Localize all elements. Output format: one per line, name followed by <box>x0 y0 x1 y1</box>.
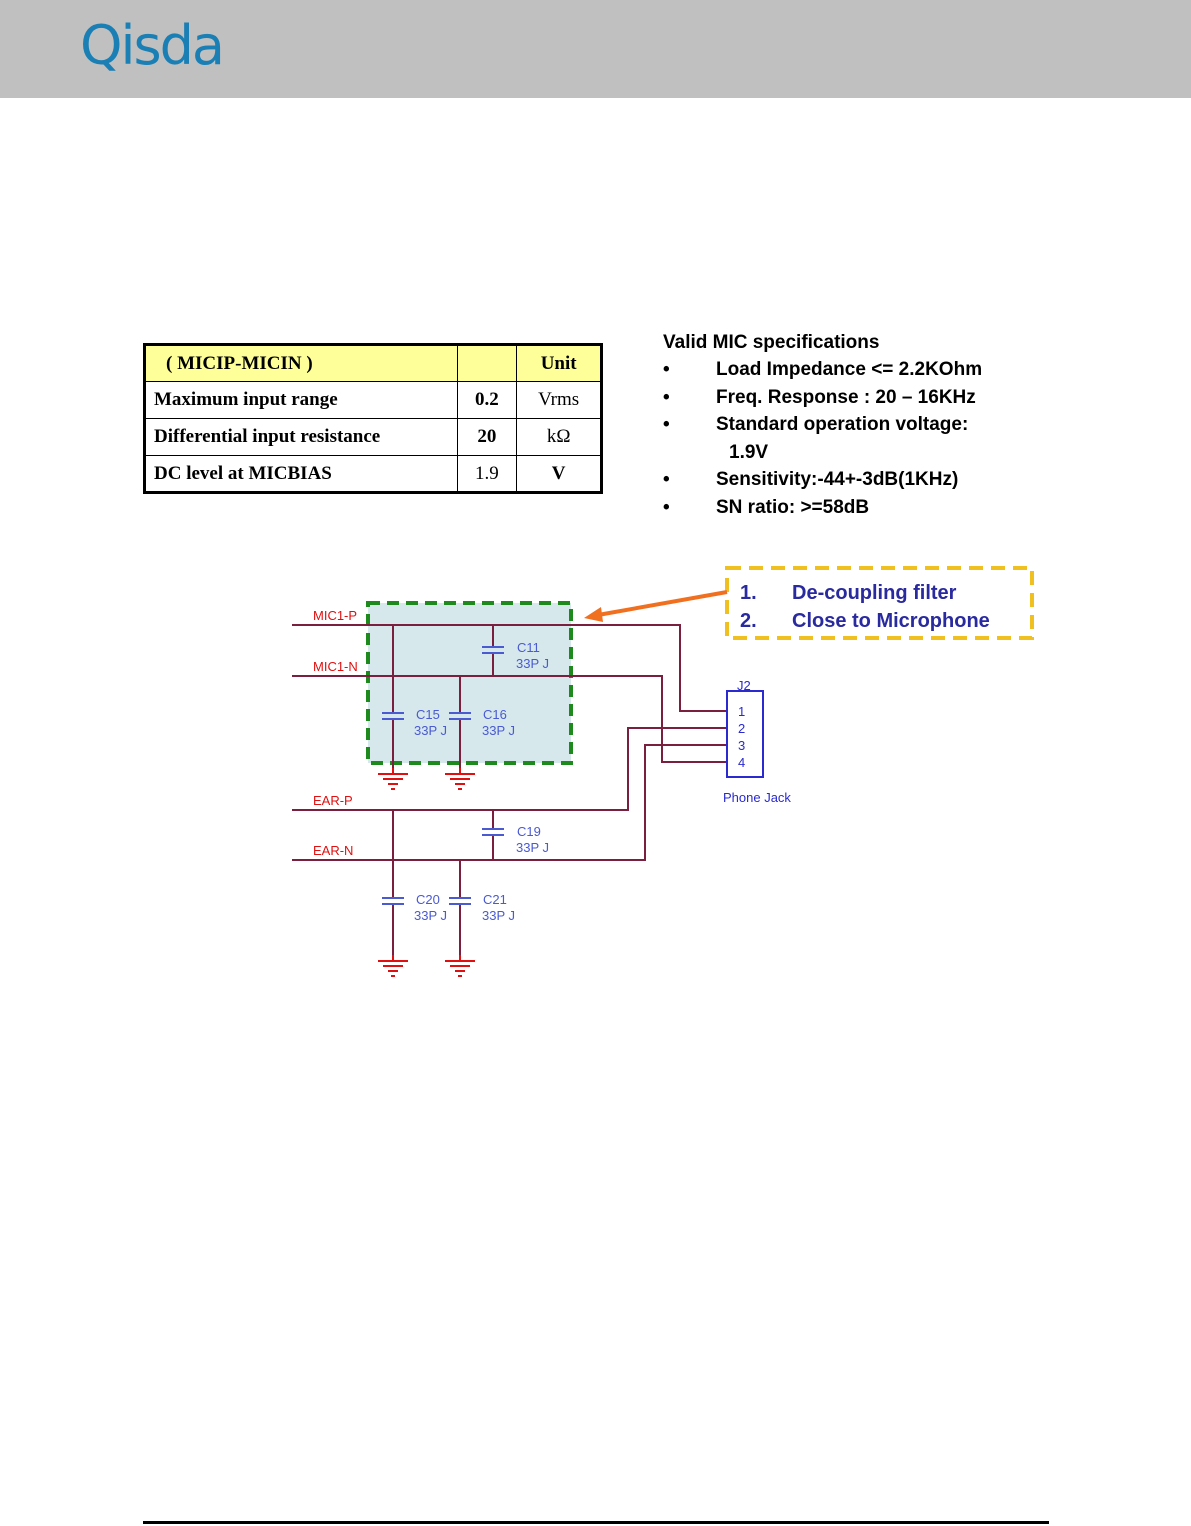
schematic-wires <box>292 624 727 955</box>
c20-value: 33P J <box>414 908 447 923</box>
table-header-row: ( MICIP-MICIN ) Unit <box>144 344 602 382</box>
connector-pin-2: 2 <box>738 721 745 736</box>
table-header-value <box>456 344 518 382</box>
list-item: • Standard operation voltage: 1.9V <box>663 411 1083 466</box>
callout-arrow <box>584 590 728 622</box>
decoupling-highlight-box <box>366 601 573 765</box>
c19-ref: C19 <box>517 824 541 839</box>
value-cell: 20 <box>456 418 518 456</box>
list-item: • Freq. Response : 20 – 16KHz <box>663 384 1083 412</box>
c16-ref: C16 <box>483 707 507 722</box>
spec-text: Freq. Response : 20 – 16KHz <box>716 386 976 408</box>
bullet: • <box>663 469 670 490</box>
connector-pin-4: 4 <box>738 755 745 770</box>
spec-text: Sensitivity:-44+-3dB(1KHz) <box>716 469 959 490</box>
connector-pin-3: 3 <box>738 738 745 753</box>
phone-jack-schematic: 1. De-coupling filter 2. Close to Microp… <box>292 566 1034 977</box>
connector-label: Phone Jack <box>723 790 791 805</box>
c21-value: 33P J <box>482 908 515 923</box>
spec-text: Standard operation voltage: <box>716 414 969 435</box>
mic-input-spec-table: ( MICIP-MICIN ) Unit Maximum input range… <box>143 343 603 494</box>
unit-cell: V <box>516 455 602 493</box>
table-header-param: ( MICIP-MICIN ) <box>144 344 458 382</box>
param-cell: Maximum input range <box>144 381 458 419</box>
header-band <box>0 0 1191 98</box>
c11-ref: C11 <box>517 640 540 655</box>
bullet: • <box>663 359 670 380</box>
spec-text: SN ratio: >=58dB <box>716 496 870 518</box>
list-item: • SN ratio: >=58dB <box>663 494 1083 522</box>
callout-num-2: 2. <box>740 610 757 632</box>
list-item: • Load Impedance <= 2.2KOhm <box>663 356 1083 384</box>
mic-specs-title: Valid MIC specifications <box>663 332 880 353</box>
bullet: • <box>663 386 670 408</box>
unit-cell: Vrms <box>516 381 602 419</box>
mic-specs-list: • Load Impedance <= 2.2KOhm • Freq. Resp… <box>663 356 1083 521</box>
table-row: Maximum input range 0.2 Vrms <box>144 381 602 419</box>
c11-value: 33P J <box>516 656 549 671</box>
net-label-mic1-p: MIC1-P <box>313 608 357 623</box>
value-cell: 1.9 <box>456 455 518 493</box>
connector-ref: J2 <box>737 678 751 693</box>
connector-j2-body <box>726 690 764 778</box>
spec-text: Load Impedance <= 2.2KOhm <box>716 359 983 380</box>
callout-num-1: 1. <box>740 582 757 604</box>
callout-text-1: De-coupling filter <box>792 582 957 604</box>
bullet: • <box>663 496 670 518</box>
net-label-ear-n: EAR-N <box>313 843 353 858</box>
list-item: • Sensitivity:-44+-3dB(1KHz) <box>663 466 1083 494</box>
callout-text-2: Close to Microphone <box>792 610 990 632</box>
table-row: DC level at MICBIAS 1.9 V <box>144 455 602 493</box>
c19-value: 33P J <box>516 840 549 855</box>
table-header-unit: Unit <box>516 344 602 382</box>
capacitor-symbols <box>382 646 504 905</box>
c16-value: 33P J <box>482 723 515 738</box>
c20-ref: C20 <box>416 892 440 907</box>
callout-box <box>725 566 1034 640</box>
footer-rule <box>143 1521 1049 1524</box>
ground-symbols <box>378 768 475 977</box>
c21-ref: C21 <box>483 892 507 907</box>
spec-text-continuation: 1.9V <box>729 441 769 463</box>
net-label-ear-p: EAR-P <box>313 793 353 808</box>
c15-ref: C15 <box>416 707 440 722</box>
bullet: • <box>663 414 670 435</box>
connector-pin-1: 1 <box>738 704 745 719</box>
valid-mic-specifications: Valid MIC specifications • Load Impedanc… <box>663 330 1083 521</box>
company-logo: Qisda <box>80 14 225 77</box>
table-row: Differential input resistance 20 kΩ <box>144 418 602 456</box>
net-label-mic1-n: MIC1-N <box>313 659 358 674</box>
param-cell: DC level at MICBIAS <box>144 455 458 493</box>
c15-value: 33P J <box>414 723 447 738</box>
unit-cell: kΩ <box>516 418 602 456</box>
param-cell: Differential input resistance <box>144 418 458 456</box>
value-cell: 0.2 <box>456 381 518 419</box>
